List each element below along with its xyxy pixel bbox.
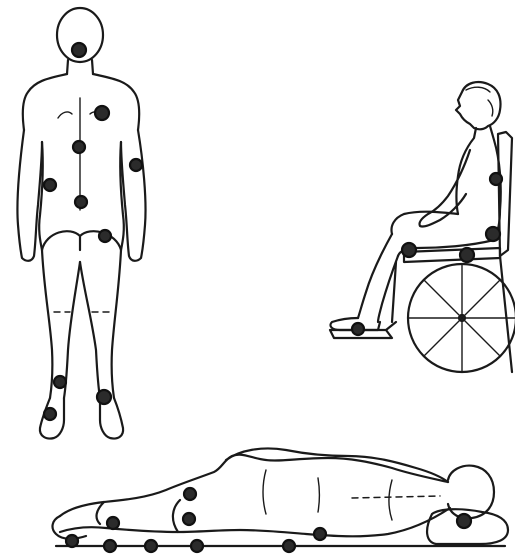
lying-pressure-points	[66, 488, 471, 552]
seated-head	[456, 82, 501, 129]
pressure-point-occiput	[72, 43, 86, 57]
pressure-point-ankle-lying	[66, 535, 78, 547]
pressure-point-thigh	[402, 243, 416, 257]
standing-right-leg	[80, 250, 121, 398]
pressure-point-calf-lying	[145, 540, 157, 552]
pressure-point-lumbar	[486, 227, 500, 241]
pressure-point-sacrum	[75, 196, 87, 208]
pressure-point-scapula-right	[95, 106, 109, 120]
pressure-point-hip-bottom	[191, 540, 203, 552]
standing-left-arm	[17, 130, 42, 261]
seated-hair	[466, 87, 493, 116]
standing-right-arm	[121, 130, 146, 261]
wheelchair-seat	[404, 248, 500, 262]
pressure-point-elbow-lying	[283, 540, 295, 552]
pressure-point-spine-upper	[73, 141, 85, 153]
pressure-point-heel-seated	[352, 323, 364, 335]
standing-torso	[23, 74, 139, 130]
seated-arm	[419, 150, 470, 227]
wheelchair-spokes	[408, 264, 515, 372]
pressure-point-heel-lying	[104, 540, 116, 552]
lying-back-detail	[263, 470, 392, 520]
wheelchair-pressure-points	[352, 173, 502, 335]
pressure-point-knee-lying	[107, 517, 119, 529]
standing-figure	[17, 8, 145, 439]
pressure-point-thigh-lying	[183, 513, 195, 525]
lying-upper-arm	[226, 448, 448, 482]
pressure-point-ear	[457, 514, 471, 528]
pressure-point-elbow-right	[130, 159, 142, 171]
pressure-point-hip-right	[99, 230, 111, 242]
pressure-point-shoulder-blade	[490, 173, 502, 185]
pressure-point-heel-left	[54, 376, 66, 388]
pressure-point-hip-lying	[184, 488, 196, 500]
pressure-point-shoulder-lying	[314, 528, 326, 540]
pressure-point-foot-left	[44, 408, 56, 420]
pressure-point-heel-right	[97, 390, 111, 404]
pressure-point-ischium	[460, 248, 474, 262]
pressure-point-elbow-left	[44, 179, 56, 191]
lying-figure	[53, 448, 508, 546]
lying-spine-line	[352, 496, 440, 498]
